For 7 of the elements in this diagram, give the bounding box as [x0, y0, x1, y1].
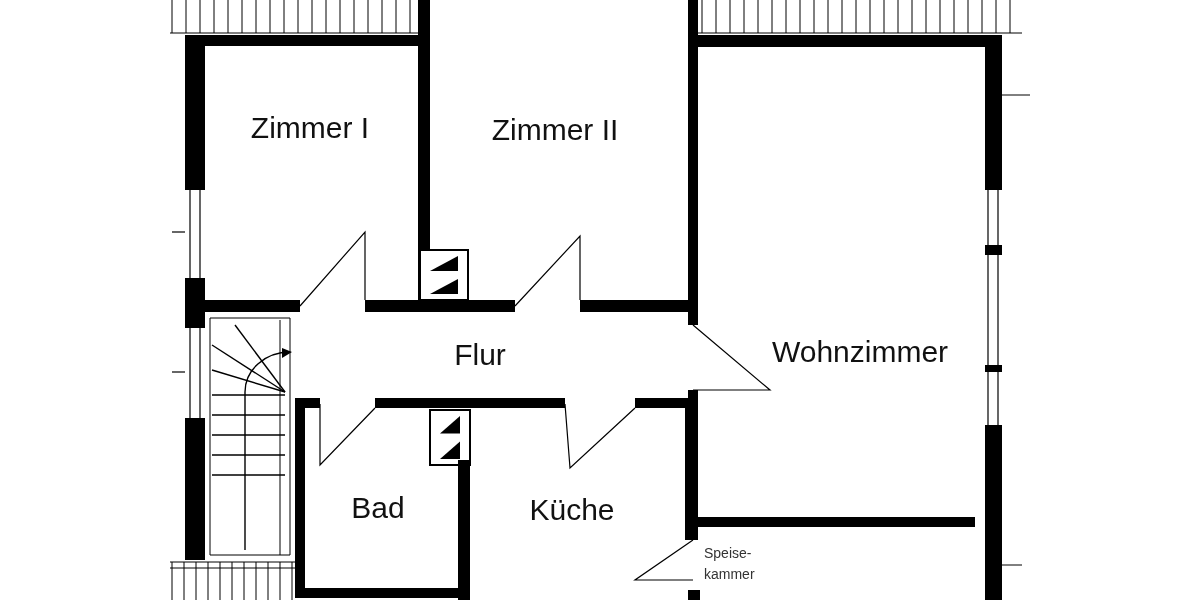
room-label: Küche	[529, 493, 615, 527]
room-label: Wohnzimmer	[771, 335, 949, 369]
room-label: Bad	[351, 491, 405, 525]
room-label: Zimmer I	[250, 111, 370, 145]
room-label: Flur	[454, 338, 506, 372]
room-label: Zimmer II	[491, 113, 619, 147]
room-label: Speise- kammer	[704, 543, 776, 585]
